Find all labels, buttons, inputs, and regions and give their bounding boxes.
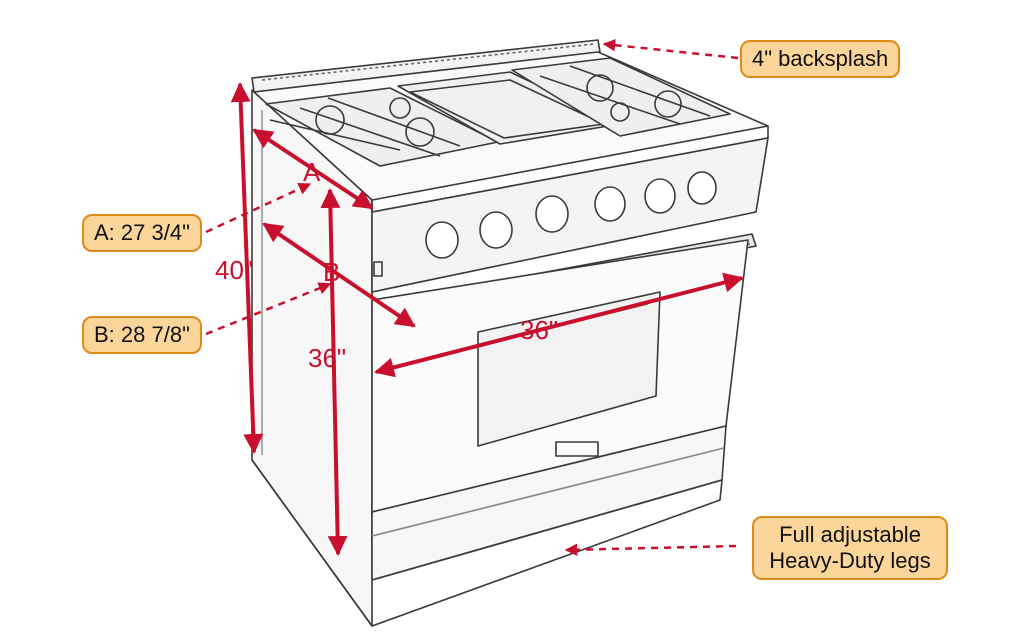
height-40-line: [230, 82, 264, 454]
legs-callout-line-1: Full adjustable: [779, 522, 921, 547]
marker-b: B: [323, 257, 341, 287]
width-36-line: [374, 272, 744, 378]
depth-b-leader: [205, 282, 332, 336]
burner-grate-right: [511, 57, 731, 137]
backsplash-leader: [602, 38, 739, 60]
body-height-label: 36": [308, 343, 347, 373]
depth-a-line: [252, 128, 374, 210]
callout-leaders: [205, 38, 739, 556]
marker-a: A: [303, 157, 321, 187]
legs-callout: Full adjustable Heavy-Duty legs: [752, 516, 948, 580]
kick-plate: [371, 425, 727, 627]
backsplash-callout: 4" backsplash: [740, 40, 901, 78]
width-label: 36": [520, 315, 559, 345]
range-sketch: [251, 39, 769, 627]
legs-callout-line-2: Heavy-Duty legs: [769, 548, 931, 573]
total-height-label: 40": [215, 255, 254, 285]
depth-a-callout: A: 27 3/4": [82, 214, 202, 252]
depth-b-callout: B: 28 7/8": [82, 316, 202, 354]
legs-leader: [564, 543, 737, 556]
depth-a-leader: [205, 182, 312, 234]
dimension-lines: [230, 82, 744, 556]
